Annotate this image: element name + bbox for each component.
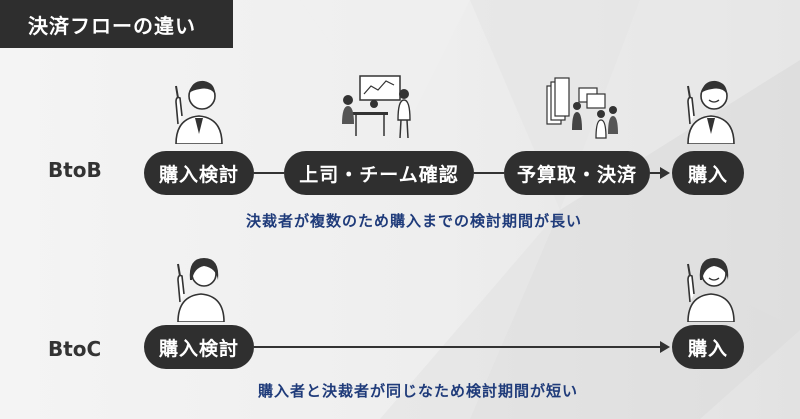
btob-arrowhead	[660, 167, 670, 179]
btoc-note: 購入者と決裁者が同じなため検討期間が短い	[258, 382, 579, 400]
btoc-arrowhead	[660, 341, 670, 353]
btob-connector-3	[650, 172, 664, 174]
btoc-step-purchase: 購入	[672, 325, 744, 369]
businessman-satisfied-icon	[687, 80, 735, 144]
woman-thinking-icon	[177, 258, 225, 322]
team-meeting-icon	[342, 75, 411, 139]
page-title: 決済フローの違い	[0, 0, 233, 48]
btob-step-team-confirm: 上司・チーム確認	[284, 151, 474, 195]
businessman-thinking-icon	[175, 80, 223, 144]
woman-satisfied-icon	[687, 258, 735, 322]
btoc-connector	[254, 346, 664, 348]
btob-step-purchase: 購入	[672, 151, 744, 195]
budget-documents-icon	[546, 77, 618, 139]
btob-step-consider: 購入検討	[144, 151, 254, 195]
btoc-label: BtoC	[48, 337, 102, 361]
btob-note: 決裁者が複数のため購入までの検討期間が長い	[246, 212, 583, 230]
btob-step-budget-approval: 予算取・決済	[504, 151, 650, 195]
btob-connector-1	[254, 172, 284, 174]
btob-label: BtoB	[48, 158, 102, 182]
btob-connector-2	[474, 172, 504, 174]
btoc-step-consider: 購入検討	[144, 325, 254, 369]
